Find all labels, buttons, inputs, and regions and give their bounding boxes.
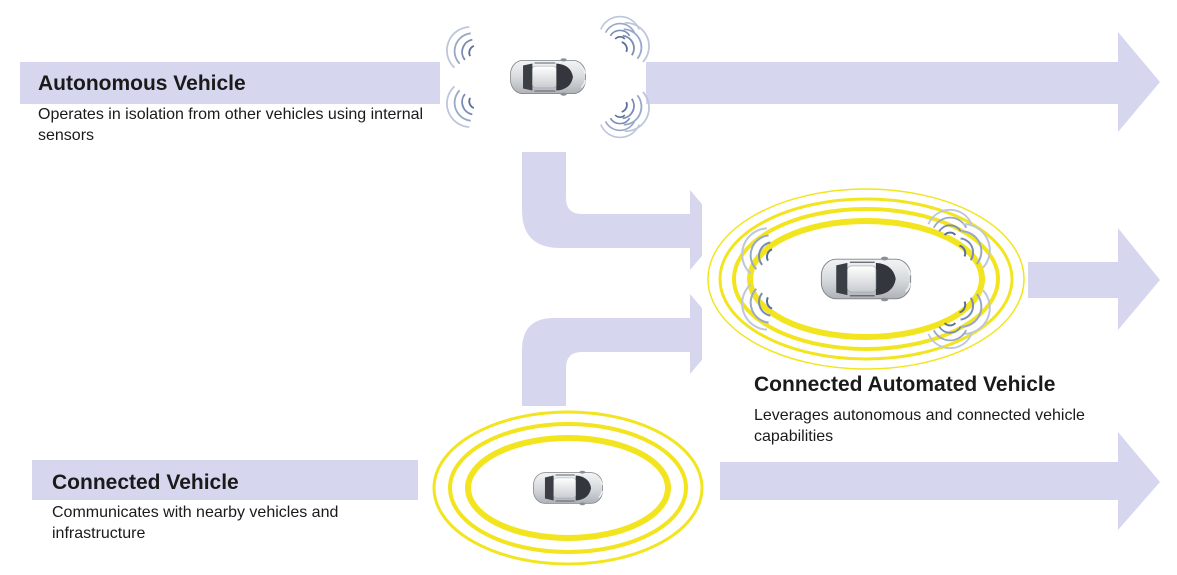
- connected-automated-vehicle-label: Connected Automated Vehicle Leverages au…: [754, 372, 1154, 447]
- autonomous-vehicle-graphic: [440, 15, 657, 146]
- connected-vehicle-label: Connected Vehicle Communicates with near…: [52, 470, 422, 544]
- autonomous-vehicle-description: Operates in isolation from other vehicle…: [38, 106, 424, 144]
- connected-vehicle-title: Connected Vehicle: [52, 471, 239, 494]
- autonomous-vehicle-title: Autonomous Vehicle: [38, 72, 246, 95]
- connectivity-ring-icon: [707, 188, 1025, 370]
- connected-vehicle-graphic: [418, 406, 718, 570]
- car-icon: [532, 470, 604, 506]
- connected-automated-vehicle-graphic: [702, 182, 1028, 372]
- connectivity-ring-icon: [432, 410, 704, 566]
- car-icon: [820, 255, 912, 303]
- car-icon: [509, 57, 587, 97]
- connected-automated-vehicle-description: Leverages autonomous and connected vehic…: [754, 407, 1085, 445]
- connected-automated-vehicle-title: Connected Automated Vehicle: [754, 373, 1056, 396]
- autonomous-vehicle-label: Autonomous Vehicle Operates in isolation…: [38, 71, 438, 146]
- connected-vehicle-description: Communicates with nearby vehicles and in…: [52, 504, 339, 542]
